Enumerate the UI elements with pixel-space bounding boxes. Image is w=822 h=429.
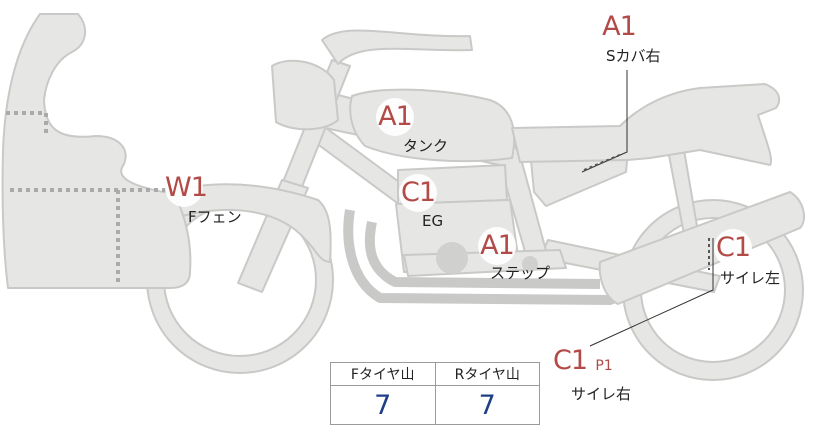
tyre-table-header-row: Fタイヤ山 Rタイヤ山 <box>330 362 540 386</box>
s-cover-right-grade: A1 <box>600 8 638 46</box>
s-cover-dashed-marker <box>583 153 623 171</box>
rear-tyre-value: 7 <box>434 385 540 425</box>
front-tyre-header: Fタイヤ山 <box>330 362 436 386</box>
tyre-table-value-row: 7 7 <box>330 385 540 425</box>
muffler-right-label: サイレ右 <box>571 385 632 403</box>
headlight <box>271 59 339 131</box>
step-label: ステップ <box>490 264 551 282</box>
cowl-seam-lines <box>6 111 172 286</box>
exhaust-pipe-upper <box>364 220 601 289</box>
front-cowl <box>1 13 192 289</box>
front-fender-shape <box>149 183 332 263</box>
muffler <box>598 191 806 305</box>
tank-grade: A1 <box>376 98 414 136</box>
front-fender-grade: W1 <box>165 169 208 207</box>
tank-label: タンク <box>403 137 449 155</box>
engine-label: EG <box>422 212 444 230</box>
step-grade: A1 <box>478 227 516 265</box>
front-fender-label: Fフェン <box>188 208 242 226</box>
rear-tyre-header: Rタイヤ山 <box>434 362 540 386</box>
handlebar <box>321 29 473 65</box>
muffler-right-grade: C1 <box>551 342 589 380</box>
s-cover-right-label: Sカバ右 <box>606 47 661 65</box>
seat <box>511 83 781 166</box>
tyre-tread-table: Fタイヤ山 Rタイヤ山 7 7 <box>330 362 540 425</box>
exhaust-pipe-lower <box>343 209 762 305</box>
muffler-right-sub-grade: P1 <box>592 354 616 378</box>
leader-line-muffler <box>589 238 714 347</box>
front-tyre-value: 7 <box>330 385 436 425</box>
engine-grade: C1 <box>399 174 437 212</box>
muffler-left-grade: C1 <box>714 229 752 267</box>
muffler-left-label: サイレ左 <box>720 269 781 287</box>
